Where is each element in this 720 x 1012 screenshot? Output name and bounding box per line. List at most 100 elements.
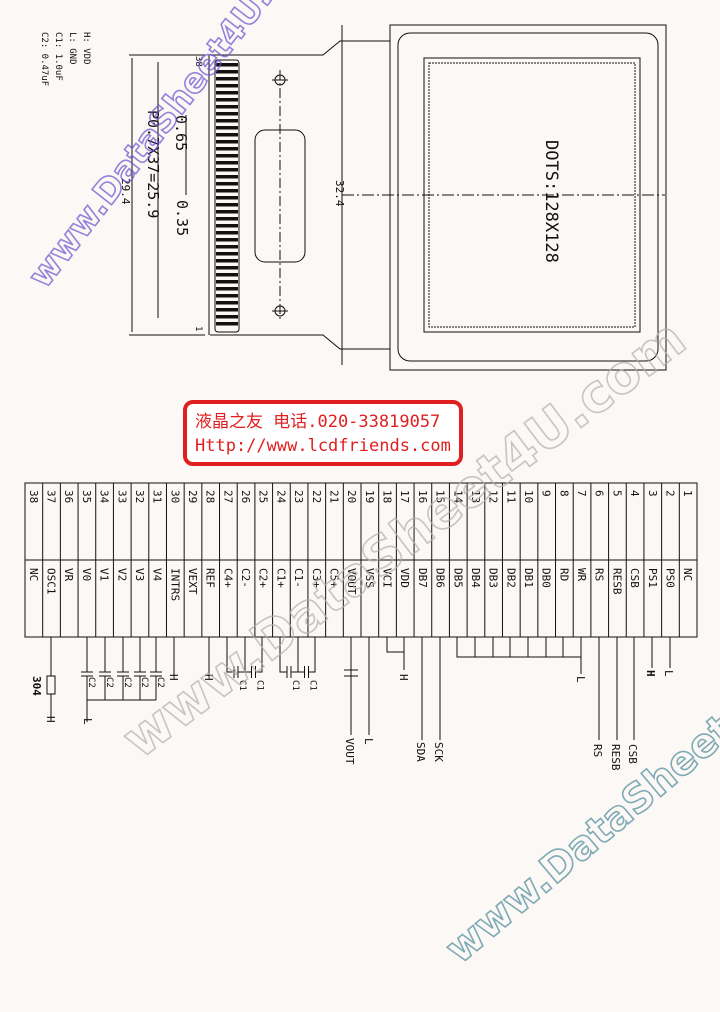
dim-height: 32.4 [333, 180, 346, 207]
pin-name: C1- [292, 568, 305, 588]
contact-pad [216, 224, 238, 228]
pin-number: 28 [204, 490, 217, 503]
legend-l: L: GND [67, 32, 77, 65]
pin-number: 1 [681, 490, 694, 497]
contact-pad [216, 273, 238, 277]
pin-name: V4 [151, 568, 164, 582]
pin-name: RS [593, 568, 606, 581]
pin-name: C4+ [221, 568, 234, 588]
ps1-h: H [644, 670, 657, 677]
pin-number: 10 [522, 490, 535, 503]
pin-name: V3 [133, 568, 146, 581]
legend: H: VDD L: GND C1: 1.0uF C2: 0.47uF [39, 32, 91, 86]
dim-pitch-total: P0.7X37=25.9 [144, 110, 162, 218]
pin-number: 32 [133, 490, 146, 503]
pin-number: 21 [327, 490, 340, 503]
csb-label: CSB [626, 744, 639, 764]
pin-name: DB3 [487, 568, 500, 588]
pin-name: NC [27, 568, 40, 581]
contact-pad [216, 161, 238, 165]
dim-pad-gap: 0.65 [172, 115, 190, 151]
rs-label: RS [591, 744, 604, 757]
contact-pad [216, 168, 238, 172]
contact-pad [216, 231, 238, 235]
pin-number: 34 [98, 490, 111, 504]
pin-name: DB0 [540, 568, 553, 588]
contact-pad [216, 203, 238, 207]
sda-label: SDA [414, 742, 427, 762]
contact-pad [216, 301, 238, 305]
v-gnd: L [81, 718, 94, 725]
contact-pad [216, 154, 238, 158]
pin-number: 25 [257, 490, 270, 503]
capacitor [226, 637, 246, 678]
pin-number: 14 [451, 490, 464, 504]
contact-url[interactable]: Http://www.lcdfriends.com [195, 436, 451, 456]
pin-number: 18 [381, 490, 394, 503]
pin-name: VSS [363, 568, 376, 588]
contact-pad [216, 266, 238, 270]
pin-name: INTRS [168, 568, 181, 601]
contact-pads [216, 63, 238, 326]
db-l: L [574, 676, 587, 683]
pin-name: VDD [398, 568, 411, 588]
pin-name: DB7 [416, 568, 429, 588]
pin-name: DB2 [504, 568, 517, 588]
contact-pad [216, 252, 238, 256]
contact-pad [216, 182, 238, 186]
contact-pad [216, 315, 238, 319]
viewing-area [423, 57, 641, 333]
c2-label: C2 [104, 677, 114, 688]
pin-number: 31 [151, 490, 164, 503]
c1-label: C1 [237, 680, 247, 691]
pin-number: 26 [239, 490, 252, 503]
pin-number: 37 [45, 490, 58, 503]
pin-number: 24 [274, 490, 287, 504]
pin-name: DB4 [469, 568, 482, 588]
contact-pad [216, 70, 238, 74]
pin-name: NC [681, 568, 694, 581]
contact-pad [216, 147, 238, 151]
active-area [428, 62, 636, 328]
legend-h: H: VDD [81, 32, 91, 65]
pin-number: 38 [27, 490, 40, 503]
pin-name: VEXT [186, 568, 199, 595]
pin-name: DB1 [522, 568, 535, 588]
pin-number: 16 [416, 490, 429, 503]
contact-pad [216, 245, 238, 249]
pin-column: 6RS [590, 483, 606, 637]
contact-pad [216, 294, 238, 298]
contact-pad [216, 126, 238, 130]
contact-pad [216, 196, 238, 200]
pin-name: PS1 [646, 568, 659, 588]
contact-pad [216, 140, 238, 144]
pin-name: OSC1 [45, 568, 58, 595]
contact-banner: 液晶之友 电话.020-33819057 Http://www.lcdfrien… [183, 400, 463, 466]
pin-name: REF [204, 568, 217, 588]
pin-name: VR [62, 568, 75, 582]
contact-pad [216, 280, 238, 284]
bezel [397, 32, 659, 362]
capacitor [244, 637, 263, 678]
pin-name: DB6 [434, 568, 447, 588]
pin-name: V0 [80, 568, 93, 581]
dim-pad-width: 0.35 [173, 200, 191, 236]
pin-first-label: 1 [193, 326, 203, 331]
